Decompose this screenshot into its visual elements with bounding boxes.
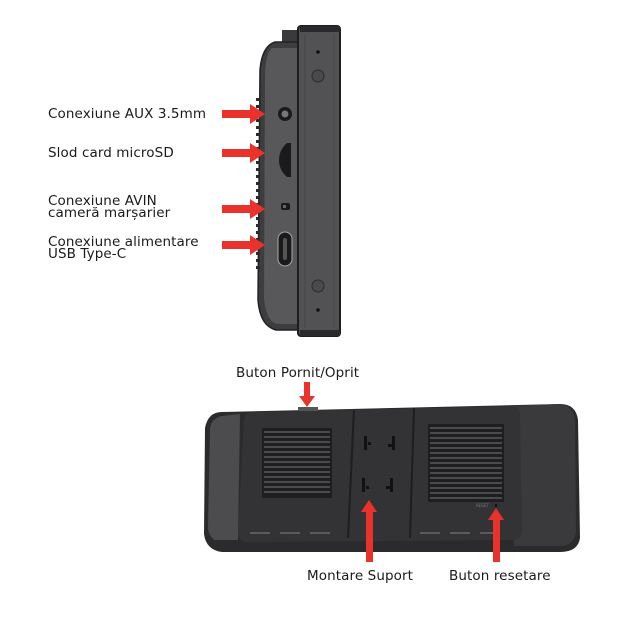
label-usbc-line1: Conexiune alimentare	[48, 234, 199, 250]
microsd-slot	[279, 143, 291, 177]
bottom-vents	[250, 532, 500, 534]
arrow-aux	[222, 104, 265, 124]
arrow-reset	[488, 508, 504, 562]
label-reset: Buton resetare	[449, 568, 551, 584]
screw-icon	[311, 69, 325, 83]
label-mount: Montare Suport	[307, 568, 414, 584]
label-microsd: Slod card microSD	[48, 145, 174, 161]
avin-port	[281, 203, 290, 210]
aux-port	[278, 107, 292, 121]
arrow-usbc	[222, 235, 265, 255]
reset-print: RESET	[476, 503, 489, 508]
arrow-power	[299, 382, 315, 407]
screw-icon	[311, 279, 325, 293]
label-avin-line2: cameră marșarier	[48, 205, 171, 221]
usbc-port	[277, 231, 293, 267]
side-device-shell	[256, 25, 341, 337]
arrow-mount	[361, 500, 377, 562]
label-aux: Conexiune AUX 3.5mm	[48, 106, 207, 122]
arrow-microsd	[222, 143, 265, 163]
right-speaker-grille	[428, 424, 504, 502]
mount-slots	[362, 436, 395, 492]
label-avin-line1: Conexiune AVIN	[48, 193, 157, 209]
arrow-avin	[222, 199, 265, 219]
reset-button	[495, 504, 497, 507]
label-usbc-line2: USB Type-C	[48, 246, 127, 262]
left-speaker-grille	[262, 428, 332, 498]
power-button	[298, 407, 318, 411]
label-power-button: Buton Pornit/Oprit	[236, 365, 360, 381]
